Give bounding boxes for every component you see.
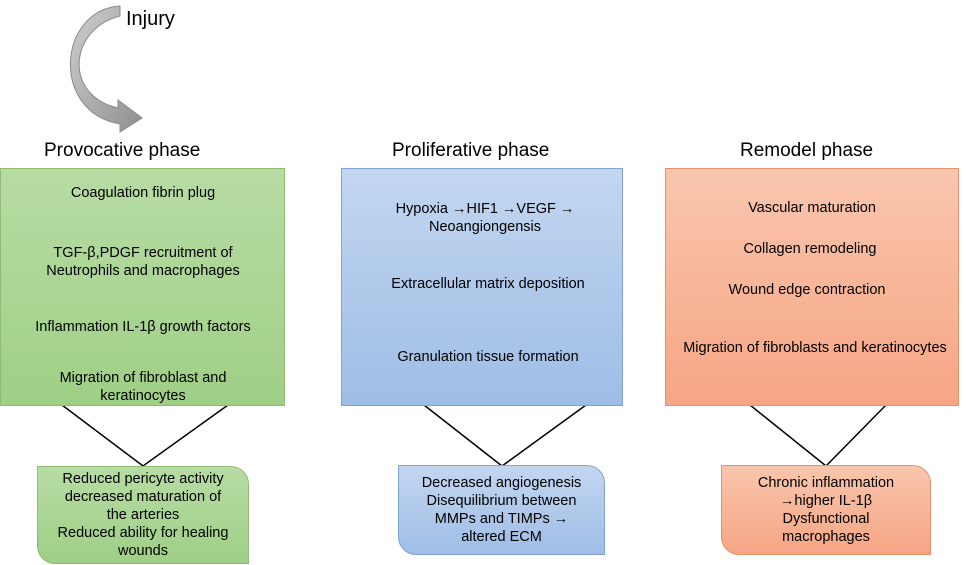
step-vascular-maturation: Vascular maturation xyxy=(748,200,876,216)
injury-label: Injury xyxy=(126,8,175,30)
remodel-phase-box xyxy=(665,168,959,406)
step-neoangiogenesis: Neoangiongensis xyxy=(428,219,542,235)
step-coagulation: Coagulation fibrin plug xyxy=(70,185,216,201)
step-hypoxia: Hypoxia →HIF1 →VEGF → xyxy=(395,201,575,217)
outcome-line: decreased maturation of xyxy=(64,489,222,505)
step-collagen-remodeling: Collagen remodeling xyxy=(743,241,877,257)
proliferative-outcome-box: Decreased angiogenesis Disequilibrium be… xyxy=(398,465,605,555)
step-neutrophils: Neutrophils and macrophages xyxy=(46,263,240,279)
step-tgf-pdgf: TGF-β,PDGF recruitment of xyxy=(53,245,233,261)
step-migration-fibroblast: Migration of fibroblast and xyxy=(59,370,227,386)
outcome-line: wounds xyxy=(118,543,168,559)
provocative-outcome-box: Reduced pericyte activity decreased matu… xyxy=(37,466,249,564)
step-inflammation: Inflammation IL-1β growth factors xyxy=(35,319,251,335)
step-wound-edge: Wound edge contraction xyxy=(728,282,886,298)
outcome-line: the arteries xyxy=(106,507,180,523)
outcome-line: MMPs and TIMPs → xyxy=(434,511,569,527)
phase-title-remodel: Remodel phase xyxy=(740,140,874,161)
phase-title-proliferative: Proliferative phase xyxy=(392,140,550,161)
step-ecm-deposition: Extracellular matrix deposition xyxy=(391,276,585,292)
outcome-line: Dysfunctional xyxy=(782,511,870,527)
step-granulation: Granulation tissue formation xyxy=(397,349,579,365)
proliferative-phase-box xyxy=(341,168,623,406)
provocative-phase-box xyxy=(0,168,285,406)
remodel-outcome-box: Chronic inflammation →higher IL-1β Dysfu… xyxy=(721,465,931,555)
injury-curved-arrow-icon xyxy=(70,5,143,133)
outcome-line: Disequilibrium between xyxy=(426,493,577,509)
outcome-line: →higher IL-1β xyxy=(779,493,873,509)
outcome-line: Chronic inflammation xyxy=(757,475,895,491)
v-connector xyxy=(61,404,887,468)
phase-title-provocative: Provocative phase xyxy=(44,140,201,161)
outcome-line: Decreased angiogenesis xyxy=(421,475,582,491)
step-keratinocytes: keratinocytes xyxy=(100,388,186,404)
outcome-line: Reduced pericyte activity xyxy=(62,471,224,487)
outcome-line: altered ECM xyxy=(461,529,542,545)
outcome-line: Reduced ability for healing xyxy=(57,525,229,541)
step-migration-fibroblasts: Migration of fibroblasts and keratinocyt… xyxy=(683,340,947,356)
outcome-line: macrophages xyxy=(782,529,870,545)
